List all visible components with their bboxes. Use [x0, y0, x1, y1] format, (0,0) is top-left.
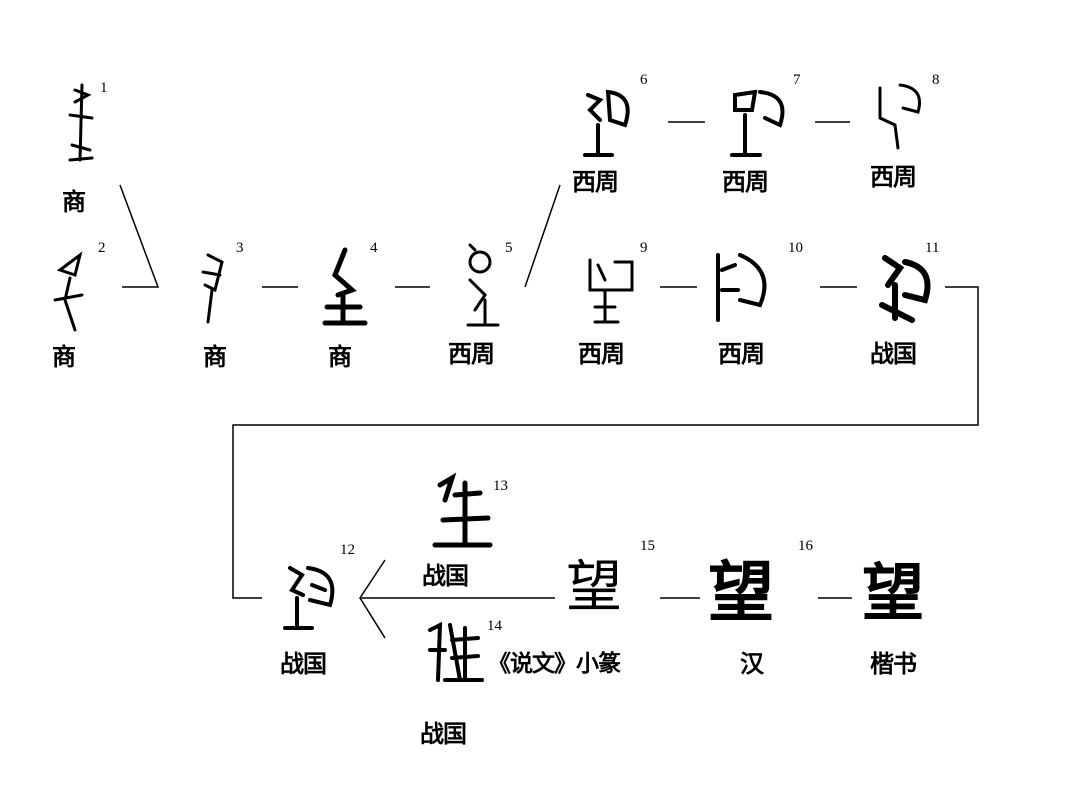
period-label: 商 [328, 342, 352, 371]
period-label: 西周 [718, 339, 765, 368]
form-number: 9 [640, 240, 648, 256]
period-label: 西周 [572, 167, 619, 196]
glyph-15: 望 [566, 555, 622, 620]
period-label: 战国 [280, 649, 327, 678]
glyph-4 [322, 247, 368, 326]
glyph-12 [283, 566, 335, 630]
glyph-10 [716, 253, 767, 322]
glyph-8 [878, 83, 921, 150]
form-number: 14 [487, 618, 502, 634]
form-number: 16 [798, 538, 813, 554]
form-number: 8 [932, 72, 940, 88]
period-label: 战国 [420, 719, 467, 748]
connector-11-to-12 [232, 286, 979, 599]
period-label: 西周 [578, 339, 625, 368]
glyph-3 [201, 253, 224, 324]
form-number: 13 [493, 478, 508, 494]
period-label: 商 [62, 187, 86, 216]
glyph-6 [583, 89, 630, 157]
period-label: 战国 [870, 339, 917, 368]
form-number: 3 [236, 240, 244, 256]
form-number: 5 [505, 240, 513, 256]
period-label: 汉 [740, 649, 764, 678]
form-number: 12 [340, 542, 355, 558]
period-label: 商 [203, 342, 227, 371]
period-label: 《说文》小篆 [488, 650, 621, 677]
glyph-1 [68, 83, 94, 162]
glyph-11 [879, 255, 931, 323]
glyph-13 [432, 472, 493, 548]
period-label: 战国 [422, 561, 469, 590]
period-label: 西周 [722, 167, 769, 196]
glyph-9 [588, 258, 634, 324]
form-number: 11 [925, 240, 940, 256]
form-number: 4 [370, 240, 378, 256]
glyph-kaishu: 望 [862, 556, 925, 629]
period-label: 楷书 [870, 649, 917, 678]
period-label: 商 [52, 342, 76, 371]
form-number: 10 [788, 240, 803, 256]
glyph-16: 望 [708, 554, 774, 631]
form-number: 2 [98, 240, 106, 256]
form-number: 15 [640, 538, 655, 554]
glyph-5 [466, 243, 500, 327]
glyph-7 [730, 89, 785, 157]
period-label: 西周 [870, 162, 917, 191]
glyph-14 [428, 621, 484, 682]
form-number: 1 [100, 80, 108, 96]
form-number: 7 [793, 72, 801, 88]
connector-5-to-6 [524, 184, 561, 288]
period-label: 西周 [448, 339, 495, 368]
connector-1-to-row [119, 184, 160, 288]
form-number: 6 [640, 72, 648, 88]
arrow-head [359, 559, 386, 639]
glyph-2 [53, 251, 84, 332]
